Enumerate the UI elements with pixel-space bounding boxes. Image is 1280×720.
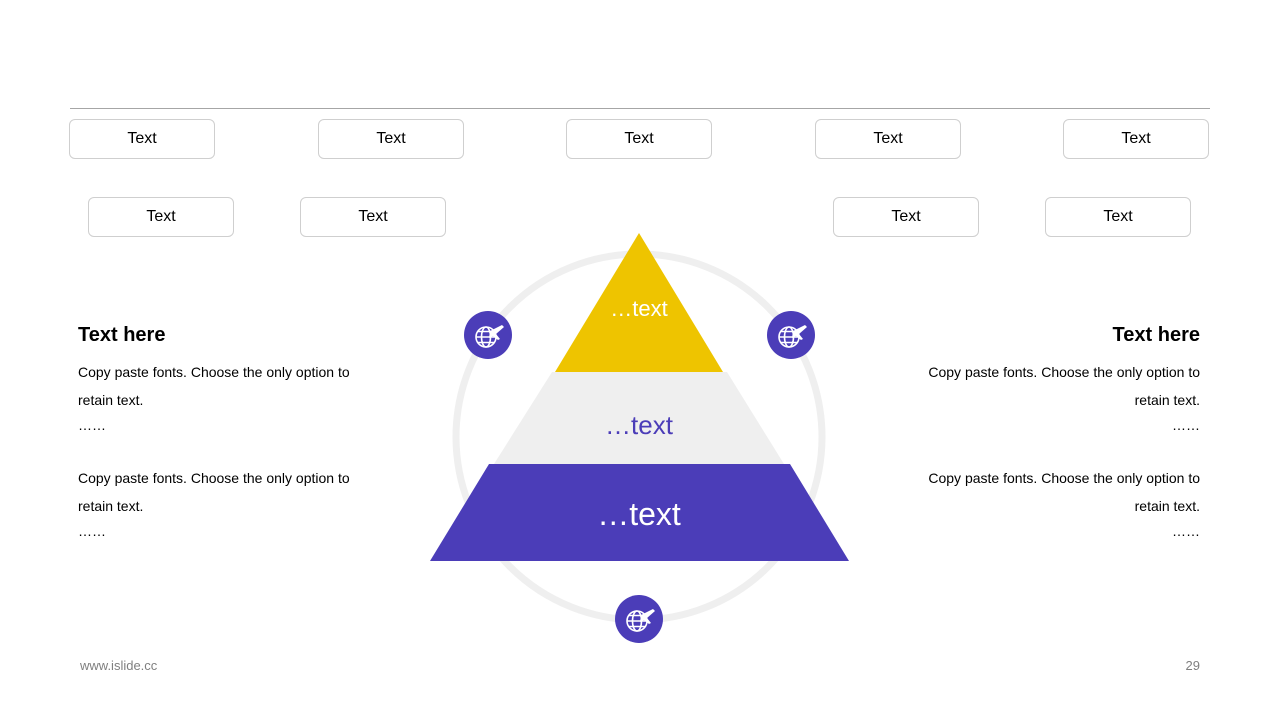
tag-box: Text: [318, 119, 464, 159]
pyramid-middle-tier: [494, 372, 784, 464]
left-text-panel: Text here Copy paste fonts. Choose the o…: [78, 322, 368, 570]
left-panel-title: Text here: [78, 324, 166, 346]
globe-plane-icon: [615, 595, 663, 643]
right-panel-paragraph: Copy paste fonts. Choose the only option…: [928, 470, 1200, 514]
tag-box: Text: [300, 197, 446, 237]
tag-box: Text: [69, 119, 215, 159]
left-panel-ellipsis: ……: [78, 417, 106, 433]
right-panel-title: Text here: [1112, 324, 1200, 346]
tag-box: Text: [566, 119, 712, 159]
tag-box: Text: [1063, 119, 1209, 159]
right-panel-paragraph: Copy paste fonts. Choose the only option…: [928, 364, 1200, 408]
tag-box: Text: [815, 119, 961, 159]
right-panel-ellipsis: ……: [1172, 523, 1200, 539]
left-panel-paragraph: Copy paste fonts. Choose the only option…: [78, 470, 350, 514]
pyramid-middle-label: …text: [605, 410, 674, 440]
tag-box: Text: [88, 197, 234, 237]
pyramid-bottom-tier: [430, 464, 849, 561]
page-number: 29: [1185, 658, 1200, 673]
globe-plane-icon: [464, 311, 512, 359]
left-panel-ellipsis: ……: [78, 523, 106, 539]
left-panel-paragraph: Copy paste fonts. Choose the only option…: [78, 364, 350, 408]
pyramid-top-label: …text: [610, 296, 667, 321]
footer-url: www.islide.cc: [80, 658, 158, 673]
tag-box: Text: [1045, 197, 1191, 237]
right-panel-ellipsis: ……: [1172, 417, 1200, 433]
globe-plane-icon: [767, 311, 815, 359]
pyramid-bottom-label: …text: [597, 496, 681, 532]
pyramid-top-tier: [555, 233, 723, 372]
top-divider: [70, 108, 1210, 109]
right-text-panel: Text here Copy paste fonts. Choose the o…: [910, 322, 1200, 570]
tag-box: Text: [833, 197, 979, 237]
